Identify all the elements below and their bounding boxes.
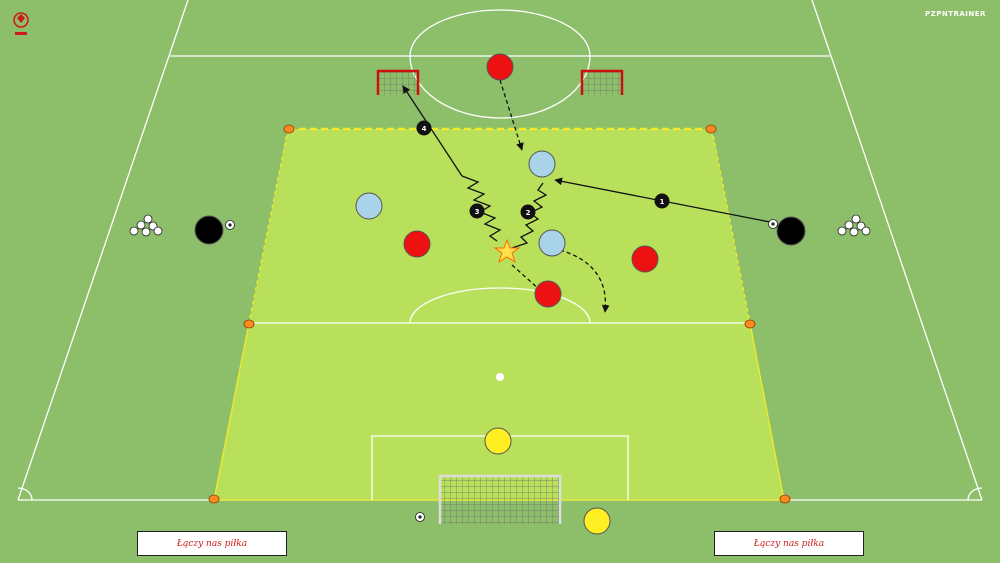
mini-goal-icon <box>376 69 420 95</box>
center-circle-lower <box>409 55 591 119</box>
step-marker-1: 1 <box>654 193 670 209</box>
red-player <box>403 230 431 258</box>
zone-right-upper-line <box>711 128 751 324</box>
federation-crest-icon <box>13 12 29 35</box>
light-blue-player <box>538 229 566 257</box>
corner-arc-right <box>967 487 983 501</box>
ball-supply-label-left: Łączy nas piłka <box>137 531 287 556</box>
center-circle-upper <box>409 9 591 57</box>
big-goal <box>438 474 562 524</box>
action-star-icon <box>493 238 521 264</box>
light-blue-player <box>355 192 383 220</box>
soccer-ball-icon <box>225 220 235 230</box>
step-marker-3: 3 <box>469 203 485 219</box>
coach <box>194 215 224 245</box>
support-run-path <box>559 249 610 313</box>
ball-pile-icon <box>837 214 871 237</box>
brand-name: PZPNTRAINER <box>925 10 986 18</box>
cones <box>208 124 791 504</box>
step-number: 4 <box>422 125 427 133</box>
ball-pile-icon <box>129 214 163 237</box>
step-number: 2 <box>526 209 531 217</box>
step-number: 1 <box>660 198 665 206</box>
defender-run-path <box>511 264 541 291</box>
ball-pile-right <box>837 214 871 237</box>
zone-right-lower-line <box>749 322 785 501</box>
corner-arc-left <box>17 487 33 501</box>
cone-icon <box>208 494 220 504</box>
red-player <box>486 53 514 81</box>
balls <box>225 219 778 522</box>
players <box>194 53 806 535</box>
mini-goal-left <box>376 69 420 95</box>
left-touchline <box>17 0 189 501</box>
cone-icon <box>283 124 295 134</box>
training-zone <box>214 129 784 500</box>
soccer-ball-icon <box>415 512 425 522</box>
zone-left-lower-line <box>213 322 250 501</box>
red-player <box>631 245 659 273</box>
cone-icon <box>779 494 791 504</box>
ball-pile-left <box>129 214 163 237</box>
red-player <box>534 280 562 308</box>
zone-left-upper-line <box>248 128 289 324</box>
ball-supply-label-right: Łączy nas piłka <box>714 531 864 556</box>
penalty-arc <box>409 287 591 324</box>
mini-goal-icon <box>580 69 624 95</box>
coach <box>776 216 806 246</box>
step-marker-4: 4 <box>416 120 432 136</box>
cone-icon <box>705 124 717 134</box>
goalkeeper <box>583 507 611 535</box>
cone-icon <box>243 319 255 329</box>
dribble-3-path <box>461 175 502 242</box>
goalkeeper <box>484 427 512 455</box>
step-number: 3 <box>475 208 480 216</box>
goal-net-icon <box>438 474 562 524</box>
shot-4-path <box>402 85 463 177</box>
pressure-run-path <box>499 79 524 151</box>
step-marker-2: 2 <box>520 204 536 220</box>
right-touchline <box>811 0 983 501</box>
cone-icon <box>744 319 756 329</box>
penalty-spot <box>496 373 504 381</box>
mini-goal-right <box>580 69 624 95</box>
light-blue-player <box>528 150 556 178</box>
soccer-ball-icon <box>768 219 778 229</box>
